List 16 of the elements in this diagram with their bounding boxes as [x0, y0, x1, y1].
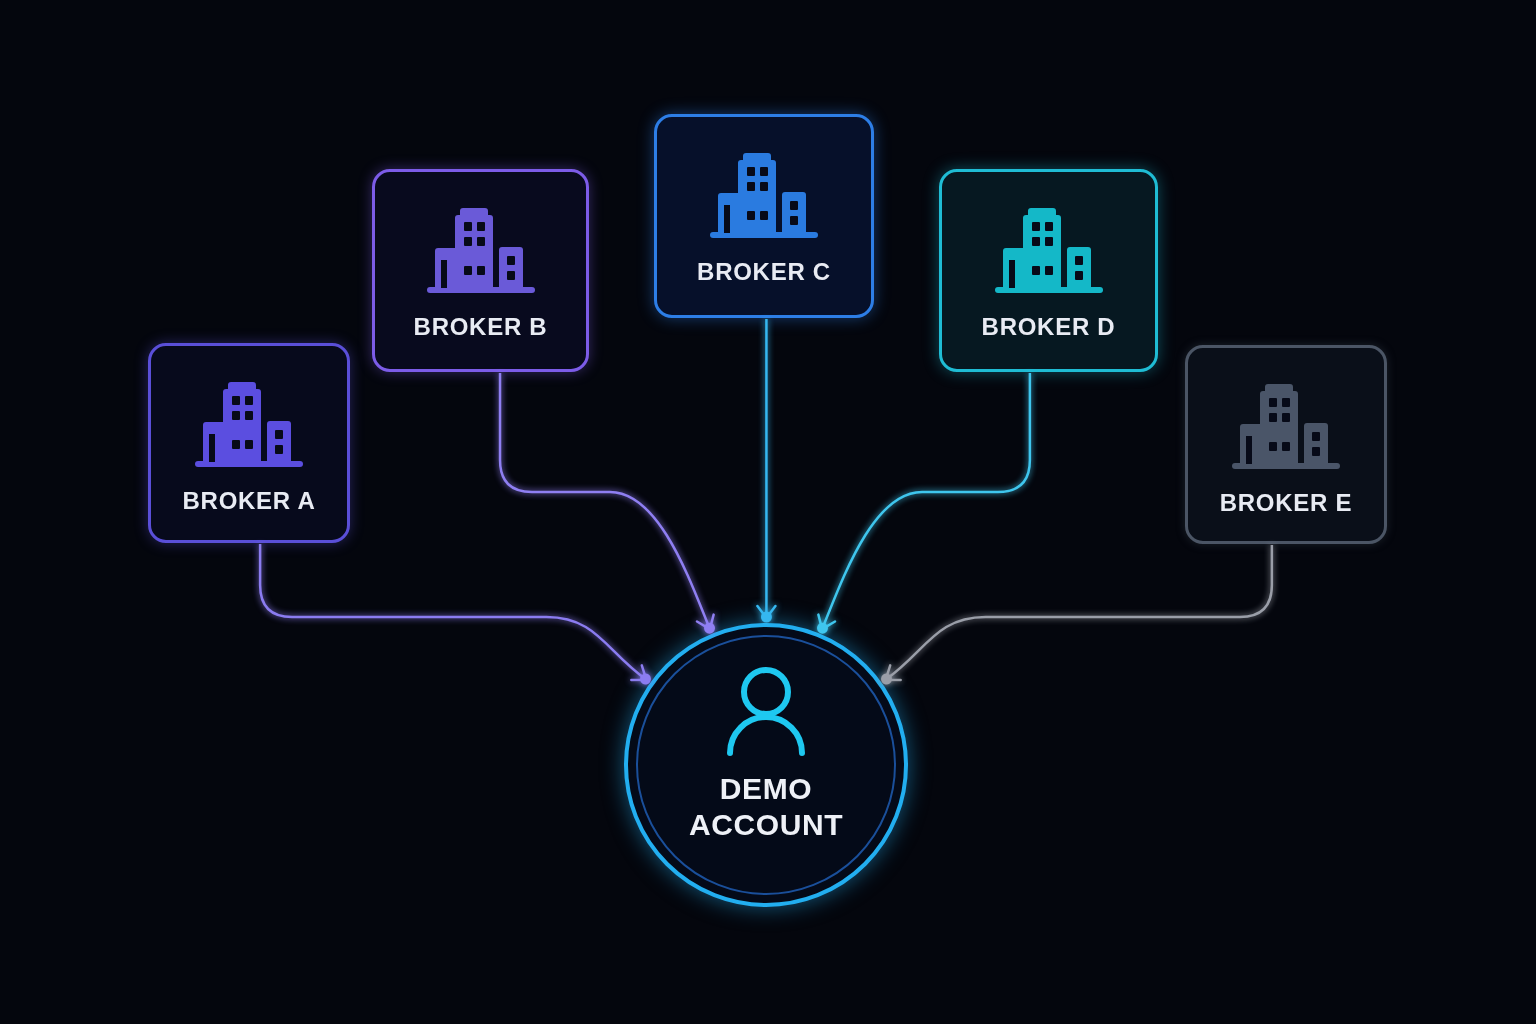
broker-card [654, 114, 874, 318]
broker-card [148, 343, 350, 543]
node-label: BROKER C [697, 257, 831, 287]
connector-arrow [756, 319, 777, 624]
node-label: DEMO ACCOUNT [687, 771, 845, 843]
broker-card [372, 169, 589, 372]
broker-card [939, 169, 1158, 372]
broker-card [1185, 345, 1387, 544]
node-label: BROKER A [182, 486, 316, 516]
node-label: BROKER B [413, 312, 548, 342]
connector-arrow [258, 544, 653, 686]
connector-arrow [879, 545, 1274, 686]
connector-arrow [815, 373, 1032, 635]
node-label: BROKER D [981, 312, 1116, 342]
connector-arrow [498, 373, 717, 635]
node-label: BROKER E [1219, 488, 1353, 518]
